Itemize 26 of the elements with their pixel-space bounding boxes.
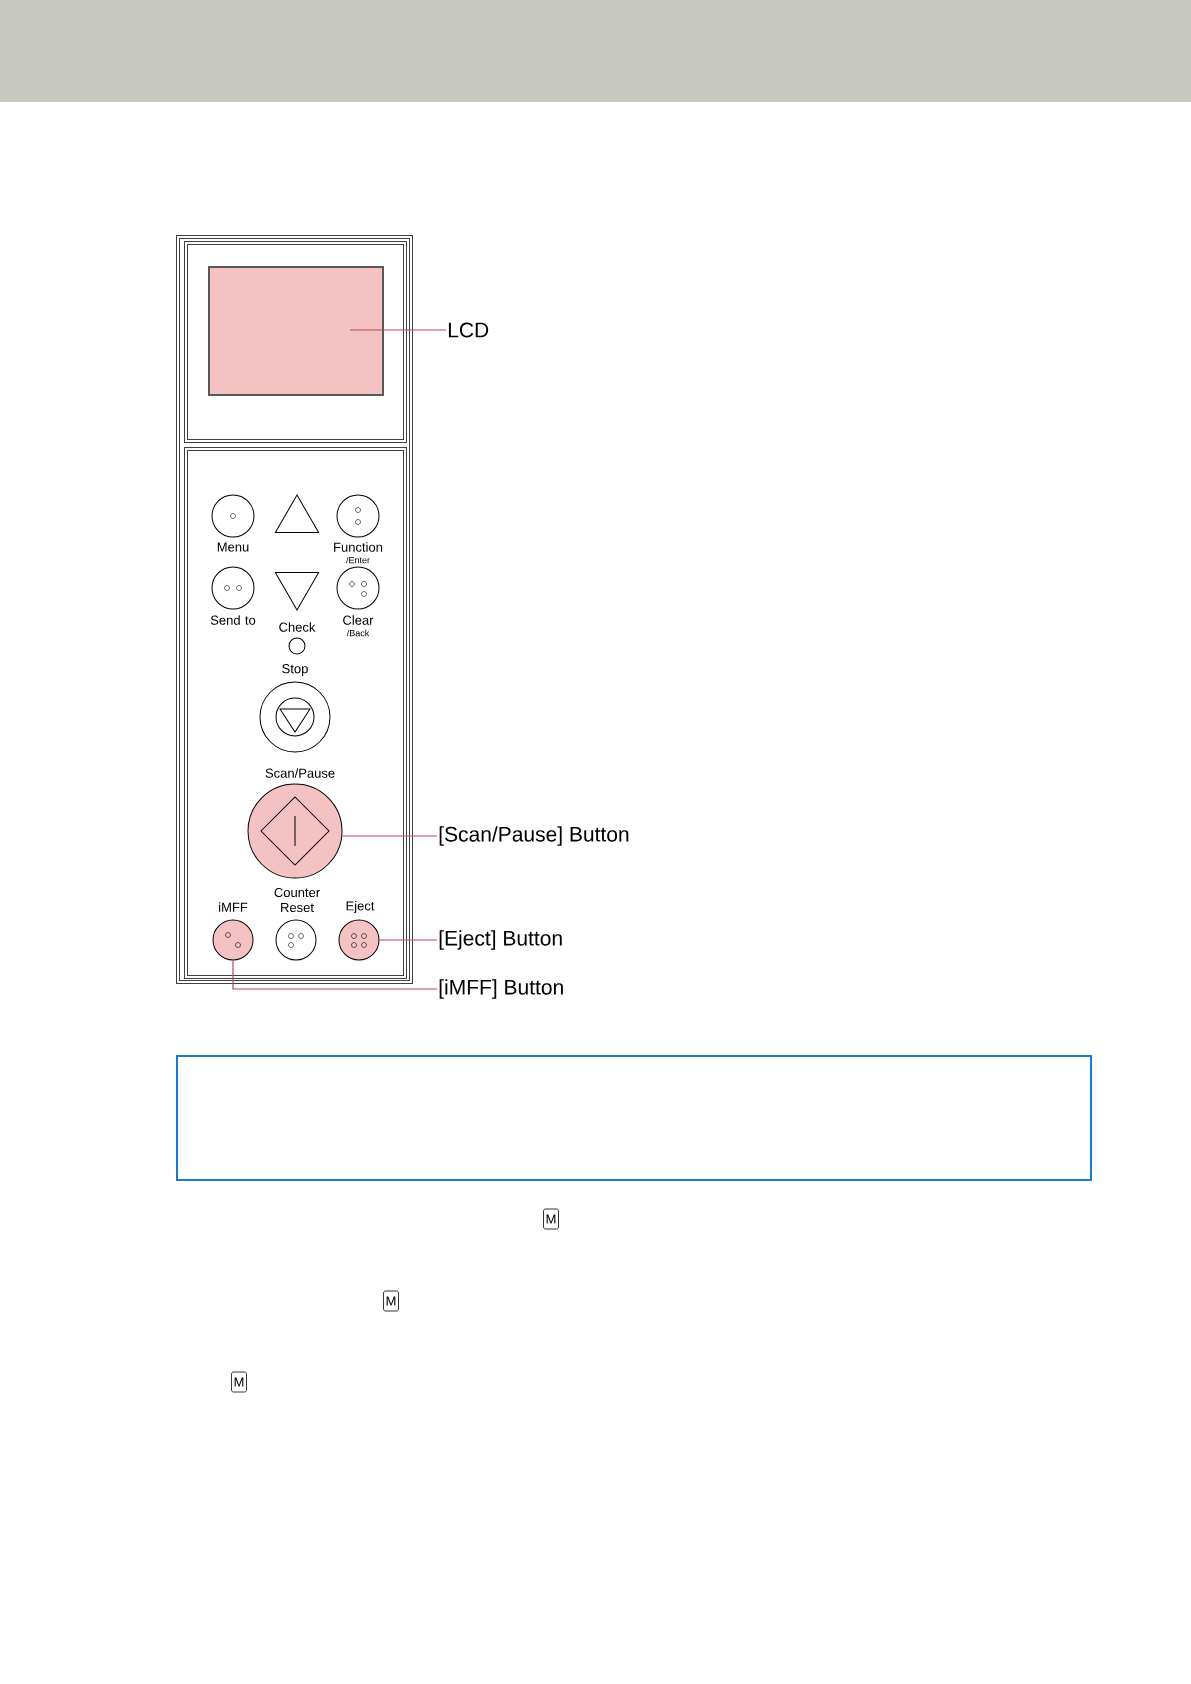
leader-line [349, 329, 447, 331]
button-label: iMFF [219, 902, 248, 912]
button-label: Scan/Pause [265, 768, 335, 778]
button-label: Counter Reset [274, 887, 320, 913]
display-section [184, 241, 407, 443]
leader-line [341, 835, 438, 837]
leader-line [232, 959, 438, 990]
callout-label: LCD [448, 322, 489, 338]
up-arrow-button [274, 494, 320, 533]
button-label: Send to [210, 615, 256, 625]
button-label: Function [334, 542, 383, 552]
panel-frame [176, 235, 413, 984]
callout-label: [Eject] Button [439, 930, 562, 950]
button-label: Eject [346, 900, 375, 914]
leader-line [378, 939, 438, 941]
button-label: Stop [282, 664, 308, 676]
callout-label: [iMFF] Button [439, 979, 563, 999]
callout-label: [Scan/Pause] Button [439, 826, 629, 846]
button-label: Clear [343, 615, 374, 625]
button-label: /Back [346, 629, 370, 637]
button-label: Menu [217, 542, 249, 552]
down-arrow-button [274, 572, 320, 611]
lcd-screen [208, 266, 384, 396]
button-section [184, 447, 407, 979]
button-label: /Enter [346, 556, 370, 564]
button-label: Check [279, 622, 316, 632]
